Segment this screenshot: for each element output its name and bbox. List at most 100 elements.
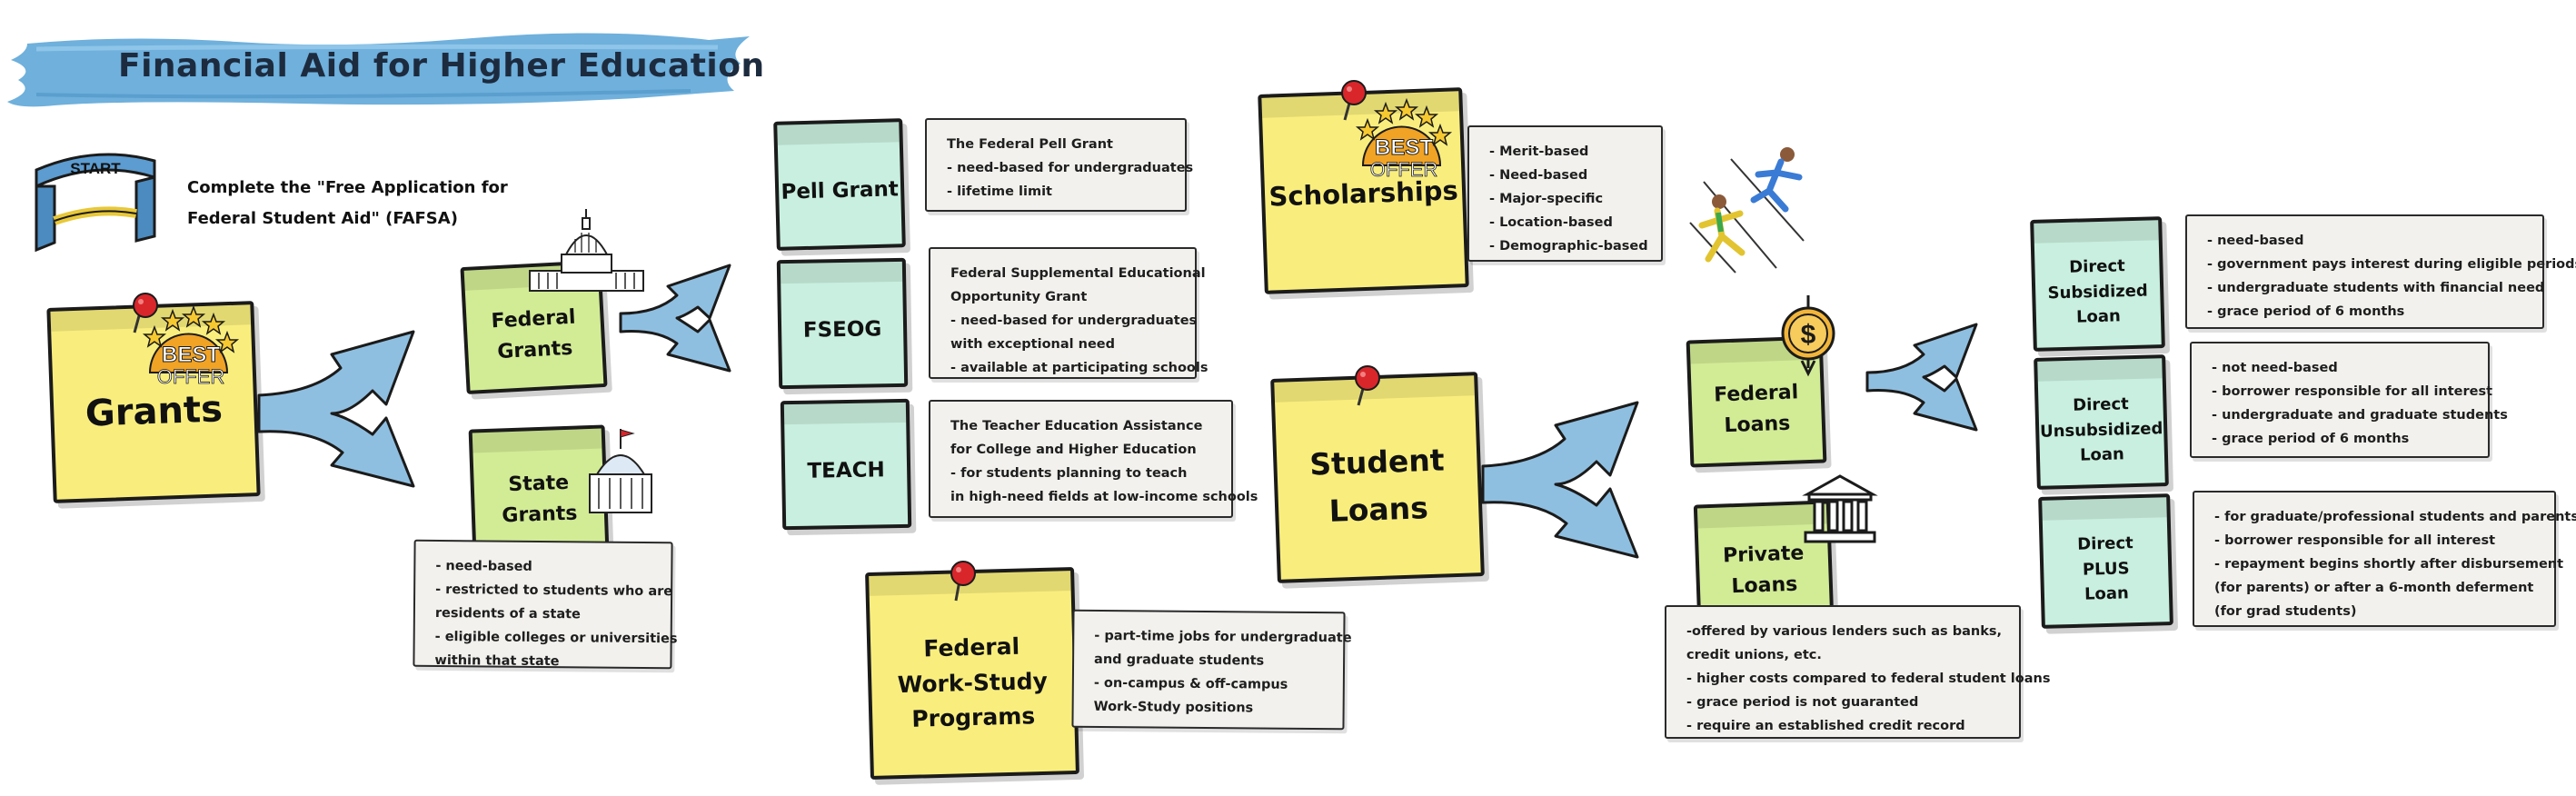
direct-unsub-label: Direct (2072, 393, 2129, 415)
direct-unsubsidized-description: - not need-based - borrower responsible … (2190, 342, 2508, 458)
fseog-label: FSEOG (802, 317, 882, 343)
push-pin-icon (1341, 80, 1367, 121)
work-study-label: Federal (923, 632, 1020, 662)
title-banner (7, 33, 750, 107)
desc-line: - borrower responsible for all interest (2212, 384, 2493, 399)
page-title: Financial Aid for Higher Education (118, 47, 765, 85)
offer-text: OFFER (157, 365, 225, 388)
split-arrow-icon (1865, 323, 1978, 432)
fseog-description: Federal Supplemental Educational Opportu… (929, 247, 1208, 379)
state-house-icon (589, 429, 652, 513)
desc-line: within that state (434, 652, 560, 670)
push-pin-icon (133, 293, 158, 333)
desc-line: in high-need fields at low-income school… (950, 490, 1258, 504)
direct-sub-label: Loan (2075, 306, 2122, 328)
desc-line: - grace period of 6 months (2212, 432, 2410, 446)
desc-line: - available at participating schools (950, 361, 1208, 375)
push-pin-icon (950, 561, 976, 602)
work-study-label: Programs (910, 702, 1036, 733)
desc-line: with exceptional need (950, 337, 1116, 352)
desc-line: - need-based (435, 558, 532, 574)
student-loans-label: Student (1308, 442, 1446, 483)
runner-icon (1689, 147, 1805, 274)
state-grants-label: Grants (501, 502, 578, 528)
desc-line: - on-campus & off-campus (1093, 675, 1288, 692)
state-grants-label: State (507, 471, 570, 497)
desc-line: - undergraduate students with financial … (2207, 281, 2545, 295)
private-loans-label: Private (1722, 542, 1805, 568)
fafsa-line: Federal Student Aid" (FAFSA) (187, 209, 458, 228)
desc-line: - Major-specific (1489, 192, 1604, 206)
bank-icon (1802, 474, 1878, 543)
desc-line: - lifetime limit (947, 184, 1052, 199)
direct-plus-label: Direct (2076, 532, 2133, 554)
desc-line: - need-based for undergraduates (947, 161, 1194, 175)
direct-sub-label: Direct (2068, 255, 2125, 277)
desc-line: - Demographic-based (1489, 239, 1648, 254)
desc-line: - need-based for undergraduates (950, 313, 1198, 328)
desc-line: - need-based (2207, 234, 2304, 248)
state-grants-description: - need-based - restricted to students wh… (413, 539, 678, 670)
desc-line: Federal Supplemental Educational (950, 266, 1206, 281)
desc-line: (for grad students) (2214, 604, 2357, 619)
desc-line: credit unions, etc. (1686, 648, 1822, 662)
desc-line: Work-Study positions (1093, 699, 1254, 716)
desc-line: and graduate students (1094, 652, 1265, 669)
desc-line: - for students planning to teach (950, 466, 1188, 481)
pell-grant-label: Pell Grant (781, 177, 900, 204)
dollar-coin-icon: $ (1781, 295, 1835, 377)
svg-text:$: $ (1801, 320, 1816, 350)
direct-sub-label: Subsidized (2047, 281, 2149, 303)
desc-line: - part-time jobs for undergraduate (1094, 628, 1352, 646)
desc-line: - government pays interest during eligib… (2207, 257, 2576, 272)
teach-note: TEACH (780, 398, 912, 531)
direct-plus-label: Loan (2084, 583, 2130, 605)
split-arrow-icon (1481, 401, 1639, 559)
teach-label: TEACH (807, 458, 886, 483)
best-offer-badge: BEST OFFER (142, 304, 240, 388)
split-arrow-icon (619, 264, 731, 373)
best-text: BEST (1375, 135, 1433, 160)
direct-unsub-label: Loan (2079, 444, 2125, 466)
desc-line: The Federal Pell Grant (947, 137, 1113, 152)
desc-line: - eligible colleges or universities (434, 629, 678, 647)
direct-unsubsidized-note: Direct Unsubsidized Loan (2034, 354, 2169, 490)
pell-grant-note: Pell Grant (773, 118, 906, 251)
desc-line: - restricted to students who are (435, 582, 673, 600)
desc-line: - for graduate/professional students and… (2214, 510, 2576, 524)
desc-line: - borrower responsible for all interest (2214, 533, 2496, 548)
private-loans-label: Loans (1731, 572, 1798, 599)
federal-grants-label: Federal (490, 305, 577, 333)
capitol-building-icon (529, 209, 644, 292)
federal-loans-label: Loans (1724, 412, 1791, 438)
desc-line: - higher costs compared to federal stude… (1686, 672, 2051, 686)
direct-subsidized-note: Direct Subsidized Loan (2030, 216, 2165, 352)
federal-grants-label: Grants (496, 336, 573, 364)
desc-line: for College and Higher Education (950, 443, 1197, 457)
pell-description: The Federal Pell Grant - need-based for … (925, 118, 1194, 212)
fseog-note: FSEOG (776, 257, 909, 390)
start-label: START (70, 160, 121, 177)
desc-line: - Location-based (1489, 215, 1613, 230)
desc-line: The Teacher Education Assistance (950, 419, 1203, 433)
direct-plus-description: - for graduate/professional students and… (2193, 491, 2576, 627)
push-pin-icon (1355, 365, 1380, 406)
split-arrow-icon (257, 330, 415, 488)
scholarships-description: - Merit-based - Need-based - Major-speci… (1467, 125, 1663, 262)
desc-line: -offered by various lenders such as bank… (1686, 624, 2002, 639)
desc-line: - require an established credit record (1686, 719, 1965, 733)
desc-line: - grace period of 6 months (2207, 304, 2405, 319)
start-gate-icon: START (35, 153, 156, 253)
fafsa-instruction: Complete the "Free Application for Feder… (187, 173, 508, 234)
desc-line: - Need-based (1489, 168, 1588, 183)
desc-line: residents of a state (434, 605, 581, 622)
direct-plus-note: Direct PLUS Loan (2038, 493, 2173, 629)
private-loans-description: -offered by various lenders such as bank… (1665, 605, 2051, 739)
direct-subsidized-description: - need-based - government pays interest … (2185, 214, 2576, 329)
desc-line: - undergraduate and graduate students (2212, 408, 2508, 423)
direct-plus-label: PLUS (2082, 558, 2130, 580)
desc-line: - grace period is not guaranted (1686, 695, 1919, 710)
desc-line: - repayment begins shortly after disburs… (2214, 557, 2564, 572)
best-offer-badge: BEST OFFER (1355, 97, 1453, 181)
direct-unsub-label: Unsubsidized (2039, 418, 2163, 442)
